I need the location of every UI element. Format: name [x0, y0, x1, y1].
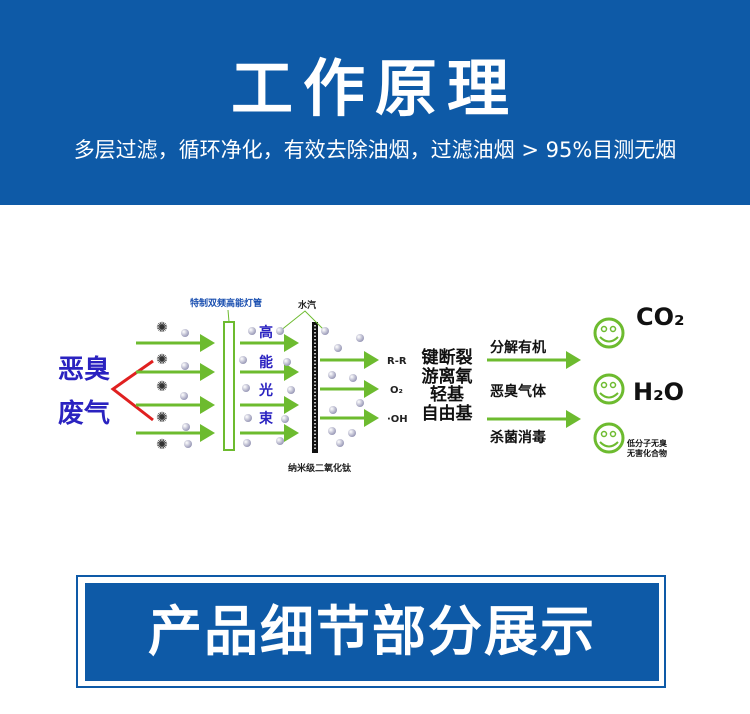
- input-arrows: [136, 334, 215, 442]
- section-banner-title: 产品细节部分展示: [85, 583, 659, 681]
- beam-char: 束: [259, 410, 274, 427]
- beam-char: 能: [259, 354, 273, 371]
- working-principle-diagram: 恶臭 废气 ✺ ✺ ✺ ✺ ✺ 特制双频高能灯管 高 能 光 束 水汽 纳米级二氧化钛: [58, 297, 685, 474]
- h2o-label: H₂O: [633, 378, 684, 406]
- effect-label: 分解有机: [490, 339, 546, 356]
- reaction-text: 自由基: [422, 403, 474, 424]
- pollutant-particle-icons: ✺ ✺ ✺ ✺ ✺: [156, 320, 168, 453]
- product-label: R-R: [387, 356, 407, 367]
- water-molecule-spheres: [180, 327, 364, 448]
- effect-label: 恶臭气体: [490, 383, 547, 400]
- effect-arrows: [487, 351, 581, 428]
- svg-text:✺: ✺: [156, 352, 168, 368]
- catalyst-label: 纳米级二氧化钛: [288, 462, 352, 474]
- harmless-label-line2: 无害化合物: [626, 448, 667, 458]
- lamp-label: 特制双频高能灯管: [190, 297, 262, 309]
- titanium-dioxide-filter: [312, 322, 318, 453]
- svg-text:✺: ✺: [156, 410, 168, 426]
- page-subtitle: 多层过滤，循环净化，有效去除油烟，过滤油烟 > 95%目测无烟: [73, 138, 677, 162]
- reaction-text: 轻基: [430, 384, 465, 405]
- svg-text:✺: ✺: [156, 320, 168, 336]
- effect-label: 杀菌消毒: [490, 429, 546, 446]
- harmless-label-line1: 低分子无臭: [626, 438, 667, 448]
- smiley-icons: [593, 317, 625, 454]
- svg-text:✺: ✺: [156, 379, 168, 395]
- input-label-line2: 废气: [58, 398, 110, 429]
- beam-char: 光: [258, 382, 273, 399]
- beam-arrows: [240, 334, 299, 442]
- input-label-line1: 恶臭: [58, 355, 110, 385]
- header-banner: 工作原理 多层过滤，循环净化，有效去除油烟，过滤油烟 > 95%目测无烟: [0, 0, 750, 205]
- uv-lamp-tube: [223, 321, 235, 451]
- reaction-text: 键断裂: [422, 347, 473, 368]
- product-arrows: [320, 351, 379, 427]
- page-title: 工作原理: [230, 52, 519, 125]
- reaction-text: 游离氧: [422, 366, 473, 387]
- vapor-label: 水汽: [298, 299, 316, 311]
- product-label: ·OH: [387, 414, 408, 425]
- beam-char: 高: [259, 324, 273, 341]
- product-label: O₂: [390, 385, 403, 396]
- red-branch-lines: [110, 359, 154, 422]
- co2-label: CO₂: [636, 303, 685, 331]
- svg-text:✺: ✺: [156, 437, 168, 453]
- section-banner-frame: [76, 575, 666, 688]
